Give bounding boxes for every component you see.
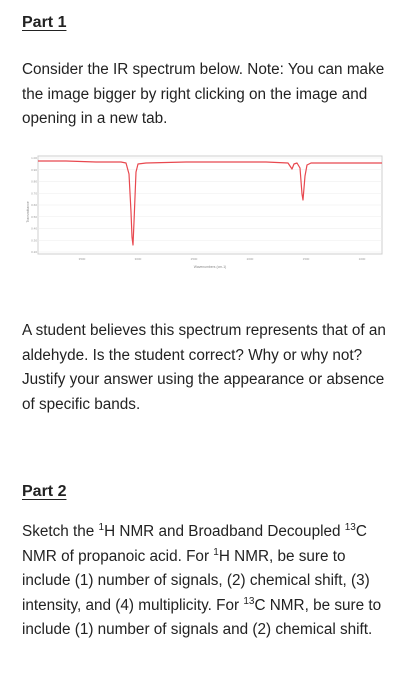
y-tick-label: 1.00 [31, 156, 37, 160]
x-tick-label: 3500 [79, 257, 86, 261]
x-tick-label: 2500 [191, 257, 198, 261]
part1-intro-text: Consider the IR spectrum below. Note: Yo… [22, 61, 385, 127]
y-tick-label: 0.90 [31, 168, 37, 172]
spectrum-x-ticks: 3500 3000 2500 2000 1500 1000 [79, 257, 366, 261]
x-tick-label: 3000 [135, 257, 142, 261]
y-tick-label: 0.30 [31, 238, 37, 242]
spectrum-y-ticks: 1.00 0.90 0.80 0.70 0.60 0.50 0.40 0.30 0.20 [31, 156, 37, 254]
x-tick-label: 1500 [303, 257, 310, 261]
x-tick-label: 1000 [359, 257, 366, 261]
part1-question-text: A student believes this spectrum represe… [22, 322, 386, 413]
y-tick-label: 0.40 [31, 227, 37, 231]
spectrum-grid [38, 157, 382, 253]
spectrum-y-axis-label: Transmittance [26, 201, 30, 222]
y-tick-label: 0.50 [31, 215, 37, 219]
y-tick-label: 0.20 [31, 250, 37, 254]
y-tick-label: 0.70 [31, 191, 37, 195]
y-tick-label: 0.60 [31, 203, 37, 207]
part2-heading: Part 2 [22, 483, 67, 500]
x-tick-label: 2000 [247, 257, 254, 261]
spectrum-x-axis-label: Wavenumbers (cm-1) [194, 265, 226, 269]
spectrum-trace-line [38, 160, 382, 246]
ir-spectrum-image[interactable]: 1.00 0.90 0.80 0.70 0.60 0.50 0.40 0.30 0.20 350… [26, 152, 384, 274]
y-tick-label: 0.80 [31, 180, 37, 184]
spectrum-background [26, 152, 384, 274]
part2-question-text: Sketch the 1H NMR and Broadband Decouple… [22, 521, 382, 638]
part1-heading: Part 1 [22, 14, 67, 31]
